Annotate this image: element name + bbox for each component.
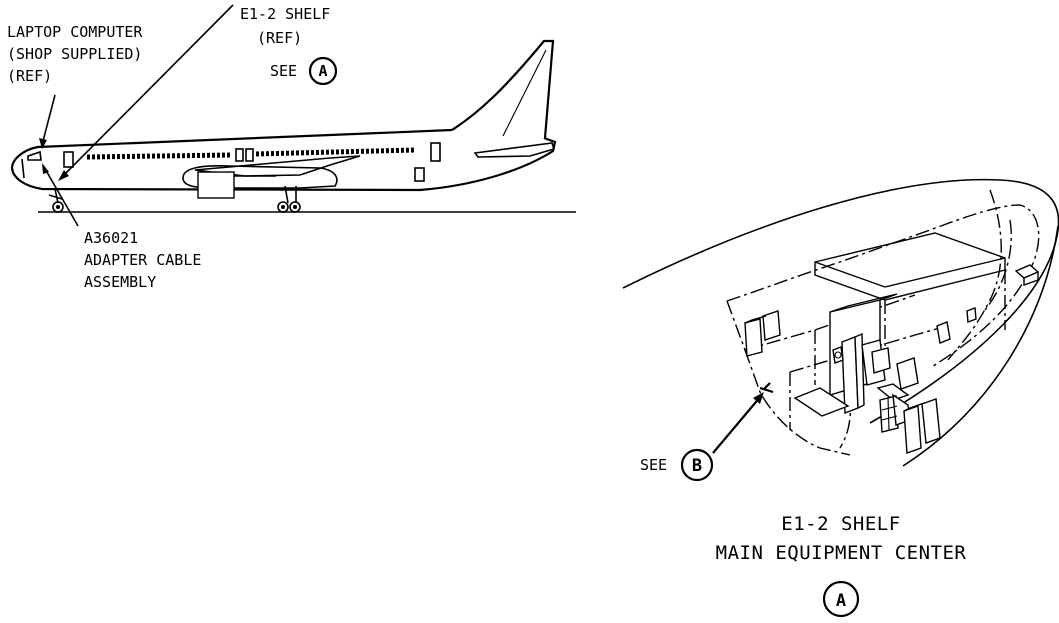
equipment-rack-top: [829, 293, 898, 313]
tall-unit: [903, 405, 922, 454]
main-gear-wheel: [289, 201, 301, 213]
detail-title-line2: MAIN EQUIPMENT CENTER: [716, 542, 967, 564]
detail-a-view: SEE B E1-2 SHELF MAIN EQUIPMENT CENTER A: [622, 178, 1059, 618]
laptop-arrowhead: [39, 138, 47, 149]
wheel-hub: [281, 205, 285, 209]
detail-title-line1: E1-2 SHELF: [781, 513, 900, 535]
horizontal-stabilizer: [473, 142, 556, 158]
wheel-hub: [293, 205, 297, 209]
upper-shelf-edge: [814, 261, 886, 288]
cockpit-window: [27, 150, 42, 161]
aft-cargo-door: [414, 167, 425, 182]
bay-frame: [947, 189, 1002, 361]
aft-door: [430, 142, 441, 162]
airplane-side-view: [10, 39, 576, 213]
shelf-leader-line: [61, 4, 234, 178]
connector: [834, 351, 842, 359]
overwing-exit: [245, 148, 254, 162]
fuselage-skin-lower: [902, 225, 1059, 467]
engine-nacelle: [182, 165, 338, 189]
small-component: [832, 346, 844, 364]
see-b-leader-line: [712, 395, 762, 454]
view-a-circle: [822, 580, 860, 618]
callout-laptop: LAPTOP COMPUTER (SHOP SUPPLIED) (REF): [7, 23, 143, 85]
laptop-label-line2: (SHOP SUPPLIED): [7, 45, 142, 63]
see-b-arrowhead: [753, 392, 764, 404]
bay-frame: [984, 219, 1012, 311]
equipment-bay-floor: [744, 349, 851, 456]
callout-shelf: E1-2 SHELF (REF) SEE A: [240, 5, 338, 86]
rudder-line: [502, 49, 547, 137]
forward-door: [63, 151, 74, 168]
upper-shelf-edge: [884, 257, 1006, 288]
e1-2-shelf-plate: [793, 387, 850, 417]
see-b-letter: B: [692, 456, 702, 476]
lru-box: [876, 383, 910, 401]
small-cube: [936, 321, 951, 344]
window-row-forward: [86, 152, 233, 160]
laptop-label-line3: (REF): [7, 67, 52, 85]
left-unit: [762, 310, 781, 341]
view-a-letter: A: [836, 591, 846, 611]
equipment-bay-outline: [726, 204, 1040, 369]
main-gear-wheel: [277, 201, 289, 213]
wheel-hub: [56, 205, 60, 209]
left-unit: [744, 318, 763, 357]
left-unit-edge: [744, 315, 767, 324]
laptop-leader-line: [41, 94, 56, 146]
lru-box: [871, 347, 891, 374]
shelf-arrowhead: [58, 170, 69, 181]
vertical-tail: [451, 39, 555, 139]
radome-line: [21, 158, 25, 179]
nose-gear-link: [48, 194, 63, 200]
overwing-exit: [235, 148, 244, 162]
cable-label-line2: ADAPTER CABLE: [84, 251, 201, 269]
nose-gear-wheel: [52, 201, 64, 213]
upper-shelf: [814, 232, 1006, 301]
callout-cable: A36021 ADAPTER CABLE ASSEMBLY: [84, 229, 201, 291]
nose-gear-strut: [54, 188, 59, 204]
lru-grid: [881, 415, 898, 421]
fuselage-outline: [10, 128, 557, 192]
cable-label-line3: ASSEMBLY: [84, 273, 156, 291]
see-a-prefix: SEE: [270, 62, 297, 80]
view-b-target-mark: [759, 382, 774, 394]
cable-leader-line: [43, 166, 79, 227]
cable-arrowhead: [42, 163, 49, 174]
main-gear-strut: [284, 185, 289, 204]
tall-unit-top: [903, 402, 925, 412]
fuselage-skin-upper: [622, 178, 1059, 424]
engine-inlet: [197, 171, 235, 199]
see-b-prefix: SEE: [640, 456, 667, 474]
laptop-label-line1: LAPTOP COMPUTER: [7, 23, 143, 41]
lru-grid: [887, 397, 890, 431]
small-cube: [1023, 270, 1039, 286]
shelf-label-line1: E1-2 SHELF: [240, 5, 330, 23]
window-row-aft: [255, 147, 416, 157]
tall-unit: [854, 332, 865, 410]
leader-lines: [39, 4, 234, 227]
lru-grid: [881, 405, 898, 411]
see-a-letter: A: [318, 62, 327, 80]
tall-unit: [921, 398, 941, 444]
cable-label-line1: A36021: [84, 229, 138, 247]
see-a-circle: [308, 56, 338, 86]
small-cube: [966, 307, 977, 323]
lru-box: [896, 357, 919, 390]
shelf-label-line2: (REF): [257, 29, 302, 47]
see-b-circle: [680, 448, 714, 482]
